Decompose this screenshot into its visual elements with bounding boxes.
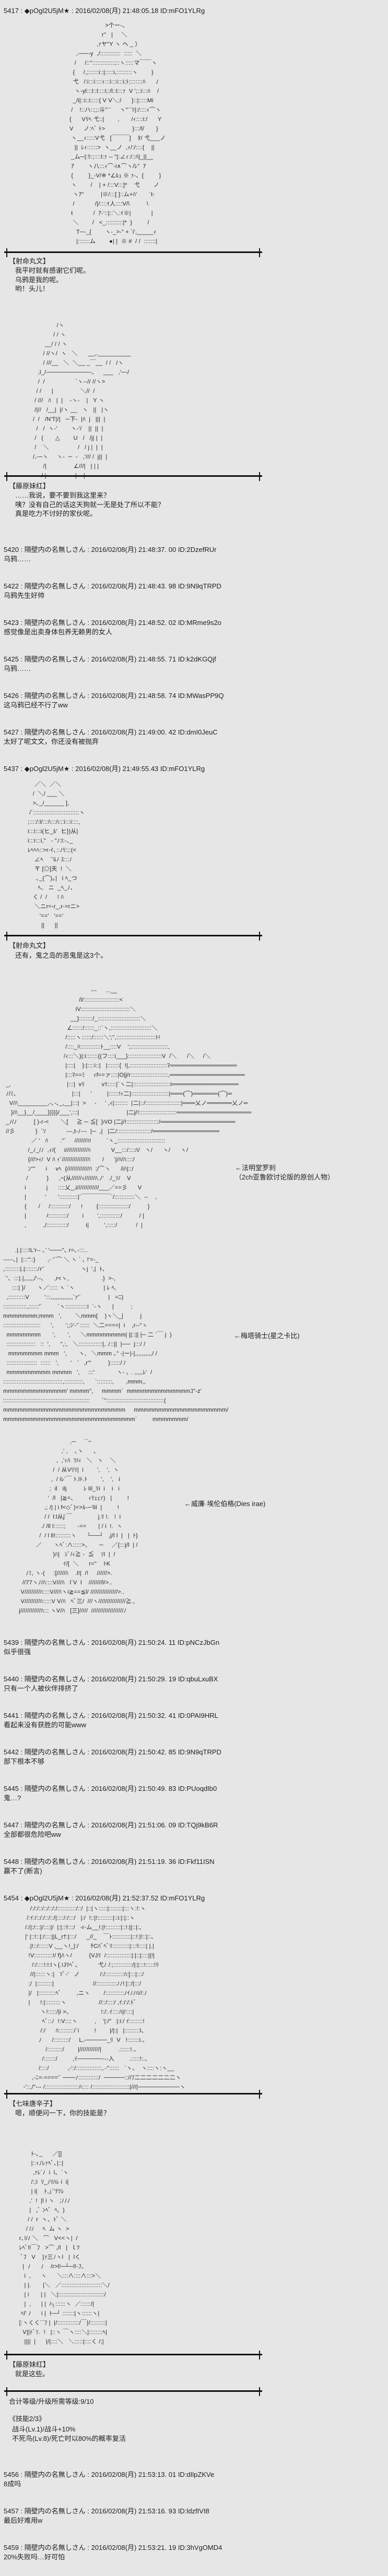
- post-header: 5447 : 隔壁内の名無しさん : 2016/02/08(月) 21:51:0…: [4, 1821, 218, 1829]
- post-header: 5457 : 隔壁内の名無しさん : 2016/02/08(月) 21:53:1…: [4, 2507, 209, 2515]
- post-body: 部下根本不够: [4, 1758, 45, 1765]
- annotation-wilhelm: ←威廉·埃伦伯格(Dies irae): [184, 1500, 266, 1508]
- post-header: 5437 : ◆pOgl2U5jM★ : 2016/02/08(月) 21:49…: [4, 765, 205, 773]
- dialog-lines: 就是这些。: [15, 2370, 50, 2378]
- ascii-art-metaknight: .|.|::::!L'r-‐ ､' '───"､ r=､-:::.. ‐‐‐‐-…: [3, 1247, 229, 1423]
- post-header: 5426 : 隔壁内の名無しさん : 2016/02/08(月) 21:48:5…: [4, 692, 224, 700]
- speaker-label: 【射命丸文】: [9, 257, 50, 265]
- post-body: 乌鸦……: [4, 555, 31, 563]
- post-body: 乌鸦先生好帅: [4, 592, 45, 599]
- post-header: 5454 : ◆pOgl2U5jM★ : 2016/02/08(月) 21:52…: [4, 1894, 205, 1902]
- post-body: 20%失败吗…好可怕: [4, 2553, 65, 2561]
- ascii-art-aya-crow: /ヽ / / ヽ __/ / / ヽ / //ヽ/ ヽ ＼ __,.______…: [33, 322, 131, 479]
- post-header: 5427 : 隔壁内の名無しさん : 2016/02/08(月) 21:49:0…: [4, 728, 218, 736]
- post-header: 5420 : 隔壁内の名無しさん : 2016/02/08(月) 21:48:3…: [4, 546, 217, 553]
- ascii-art-rasetsu: --- ...__ /l/:::::::::::::::::::::< iV::…: [6, 988, 252, 1229]
- divider: [4, 2387, 262, 2396]
- ascii-art-wilhelm: ,─ ``ｰ ,' , ､ヽ ､ , ,'ｨﾊ ﾂ/ｨ ＼ ヽ ＼ / / 从V…: [19, 1439, 138, 1614]
- post-body: 赢不了(断言): [4, 1867, 42, 1875]
- post-header: 5459 : 隔壁内の名無しさん : 2016/02/08(月) 21:53:2…: [4, 2544, 222, 2551]
- post-body: 鬼…?: [4, 1794, 21, 1802]
- skills-title: 《技能2/3》: [9, 2415, 46, 2423]
- post-header: 5422 : 隔壁内の名無しさん : 2016/02/08(月) 21:48:4…: [4, 582, 221, 590]
- post-header: 5442 : 隔壁内の名無しさん : 2016/02/08(月) 21:50:4…: [4, 1748, 221, 1756]
- post-body: 最后好难用w: [4, 2517, 43, 2524]
- post-header: 5445 : 隔壁内の名無しさん : 2016/02/08(月) 21:50:4…: [4, 1785, 217, 1792]
- dialog-lines: 嗯，顺便问一下，你的技能是？: [15, 2109, 111, 2117]
- post-body: 感觉像是出卖身体包养无赖男的女人: [4, 628, 113, 636]
- divider: [4, 2351, 262, 2360]
- post-body: 太好了呢文文，你还没有被抛弃: [4, 738, 99, 745]
- ascii-art-kaguya: /:/:/::/::/::/:/:::::::::::/::/ |::|ヽ:::…: [23, 1906, 186, 2090]
- post-header: 5423 : 隔壁内の名無しさん : 2016/02/08(月) 21:48:5…: [4, 619, 221, 627]
- post-header: 5456 : 隔壁内の名無しさん : 2016/02/08(月) 21:53:1…: [4, 2471, 215, 2478]
- post-body: 这乌鸦已经不行了ww: [4, 701, 68, 709]
- ascii-art-aya-small: ／＼ ／＼ / ＼/ ___ ＼ >､_/______ ], /´:::::::…: [28, 781, 85, 929]
- status-level: 合计等级/升级所需等级:9/10: [9, 2398, 94, 2405]
- post-body: 似乎很强: [4, 1648, 31, 1656]
- speaker-label: 【藤原妹红】: [9, 482, 50, 490]
- divider: [4, 2090, 262, 2099]
- post-header: 5441 : 隔壁内の名無しさん : 2016/02/08(月) 21:50:3…: [4, 1712, 218, 1719]
- annotation-rasetsu: ←法明堂罗刹 （2ch亚鲁欧讨论版的原创人物）: [235, 1164, 334, 1181]
- post-body: 8成吗: [4, 2480, 21, 2488]
- post-body: 只有一个人被伙伴排挤了: [4, 1684, 79, 1692]
- post-body: 全部都很危险吧ww: [4, 1831, 61, 1838]
- divider: [4, 932, 262, 941]
- ascii-art-aya-doll: >个ー-、 r'' | ＼ ,ｧヤ"Y ヽ ヘ _ ） ,-──-y ,/:::…: [69, 22, 166, 245]
- divider: [4, 472, 262, 481]
- post-body: 乌鸦……: [4, 665, 31, 672]
- post-header: 5440 : 隔壁内の名無しさん : 2016/02/08(月) 21:50:2…: [4, 1675, 218, 1683]
- speaker-label: 【七味唐辛子】: [9, 2100, 57, 2108]
- divider: [4, 248, 262, 257]
- post-header: 5417 : ◆pOgl2U5jM★ : 2016/02/08(月) 21:48…: [4, 7, 205, 15]
- ascii-art-tengu-girl: ﾄ-､_ ／[] |::ｨﾉﾚｧﾍﾞ､|::| ,ｧﾚ´ﾉ i l、`ヽ /:;…: [19, 2151, 110, 2345]
- post-body: 看起来没有获胜的可能www: [4, 1721, 87, 1729]
- speaker-label: 【射命丸文】: [9, 942, 50, 949]
- annotation-metaknight: ←梅塔骑士(星之卡比): [234, 1332, 300, 1340]
- dialog-lines: 还有，鬼之岛的恶鬼是这3个。: [15, 952, 108, 959]
- skills-list: 战斗(Lv.1)/战斗+10% 不死鸟(Lv.8)/死亡时以80%的概率复活: [12, 2425, 126, 2442]
- dialog-lines: ……我说，要不要到我这里来？ 咦？没有自己的话这天狗就一无是处了所以不能？ 真是…: [15, 491, 165, 517]
- post-header: 5448 : 隔壁内の名無しさん : 2016/02/08(月) 21:51:1…: [4, 1858, 215, 1865]
- post-header: 5439 : 隔壁内の名無しさん : 2016/02/08(月) 21:50:2…: [4, 1639, 220, 1646]
- dialog-lines: 我平时就有感谢它们呢。 乌鸦是我的呢。 哟！头儿！: [15, 267, 90, 293]
- post-header: 5425 : 隔壁内の名無しさん : 2016/02/08(月) 21:48:5…: [4, 655, 216, 663]
- speaker-label: 【藤原妹红】: [9, 2361, 50, 2368]
